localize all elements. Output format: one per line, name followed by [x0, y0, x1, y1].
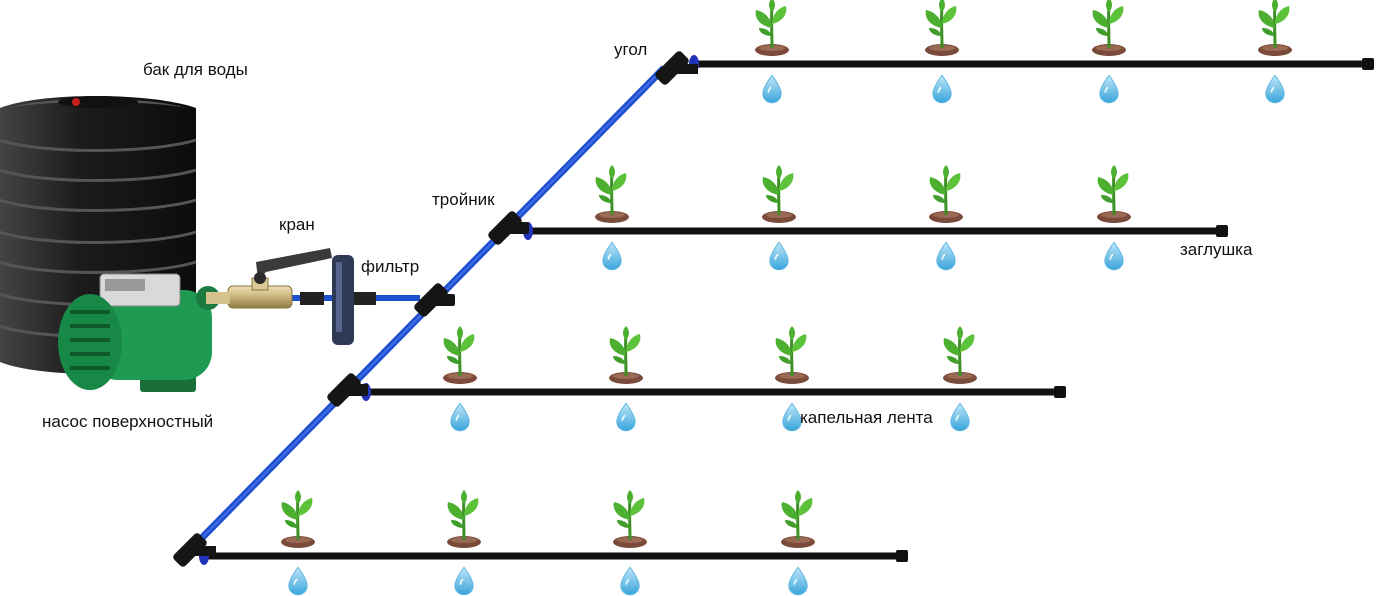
water-drop-icon [781, 402, 803, 432]
plant-icon [441, 324, 479, 386]
water-drop-icon [1098, 74, 1120, 104]
filter-label: фильтр [361, 257, 420, 276]
water-drop-icon [601, 241, 623, 271]
water-drop-icon [935, 241, 957, 271]
corner-fitting-icon-arm [184, 546, 216, 558]
pump-terminal-cap [105, 279, 145, 291]
pump-icon [58, 273, 230, 392]
plant-icon [760, 163, 798, 225]
valve-icon [227, 248, 332, 309]
corner-fitting-icon-arm [666, 64, 698, 76]
valve-nut [254, 272, 266, 284]
pump-outlet-fitting [206, 292, 230, 304]
tank-rib-2 [0, 198, 197, 212]
water-drop-icon [449, 402, 471, 432]
tank-vent-red [72, 98, 80, 106]
tank-rim [10, 99, 186, 108]
end-cap-label: заглушка [1180, 240, 1253, 259]
drip-row-2 [523, 163, 1228, 271]
tee-fitting-icon-arm [344, 384, 368, 396]
tee-fitting-icon [327, 373, 368, 407]
corner-label: угол [614, 40, 648, 59]
end-cap-icon [1362, 58, 1374, 70]
end-cap-icon [896, 550, 908, 562]
tank-rib-3 [0, 230, 197, 244]
corner-fitting-icon [655, 51, 698, 85]
plant-icon [611, 488, 649, 550]
pump-motor [90, 290, 212, 380]
drip-row-3 [361, 324, 1066, 432]
end-cap-icon [1054, 386, 1066, 398]
plant-icon [279, 488, 317, 550]
plant-icon [445, 488, 483, 550]
corner-fitting-icon [173, 533, 216, 567]
plant-icon [593, 163, 631, 225]
plant-icon [941, 324, 979, 386]
water-drop-icon [949, 402, 971, 432]
drip-row-1 [689, 0, 1374, 104]
tank-lid [58, 96, 138, 108]
water-drop-icon [287, 566, 309, 596]
tee-fitting-icon-arm [505, 222, 529, 234]
water-drop-icon [931, 74, 953, 104]
tank-rib-0 [0, 138, 197, 152]
filter-housing [332, 255, 354, 345]
tee-fitting-icon-arm [431, 294, 455, 306]
pump-label: насос поверхностный [42, 412, 214, 431]
drip-tape-label: капельная лента [800, 408, 933, 427]
tank-rib-4 [0, 260, 197, 274]
plant-icon [753, 0, 791, 58]
plant-icon [773, 324, 811, 386]
tee-fitting-icon [414, 283, 455, 317]
valve-label: кран [279, 215, 315, 234]
filter-icon [300, 255, 376, 345]
plant-icon [607, 324, 645, 386]
end-cap-icon [1216, 225, 1228, 237]
water-drop-icon [1264, 74, 1286, 104]
plant-icon [1090, 0, 1128, 58]
tee-label: тройник [432, 190, 495, 209]
plant-icon [779, 488, 817, 550]
water-drop-icon [615, 402, 637, 432]
drip-row-4 [199, 488, 908, 596]
filter-highlight [336, 262, 342, 332]
plant-icon [927, 163, 965, 225]
water-drop-icon [787, 566, 809, 596]
plant-icon [923, 0, 961, 58]
water-drop-icon [453, 566, 475, 596]
water-drop-icon [619, 566, 641, 596]
filter-connector-out [354, 292, 376, 305]
plant-icon [1256, 0, 1294, 58]
water-drop-icon [761, 74, 783, 104]
valve-handle [256, 248, 332, 280]
tee-fitting-icon [488, 211, 529, 245]
tank-label: бак для воды [143, 60, 248, 79]
water-drop-icon [1103, 241, 1125, 271]
plant-icon [1095, 163, 1133, 225]
filter-connector-in [300, 292, 324, 305]
water-drop-icon [768, 241, 790, 271]
tank-rib-1 [0, 168, 197, 182]
